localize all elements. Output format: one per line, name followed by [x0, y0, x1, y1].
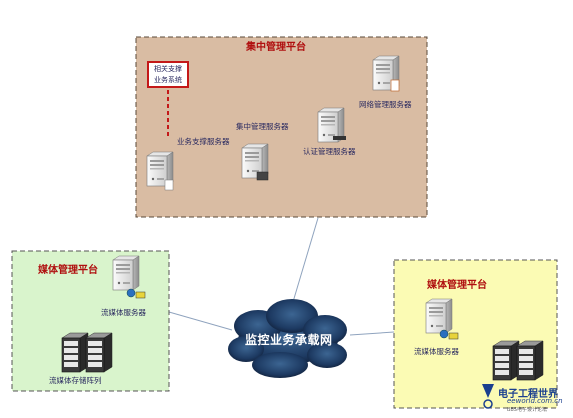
- right-network-icon: [448, 332, 459, 340]
- left-storage-rack-icon-1: [61, 332, 89, 373]
- network-management-paper-icon: [390, 79, 400, 92]
- left-stream-server-icon: [112, 255, 140, 291]
- right-stream-server-icon: [425, 298, 453, 334]
- auth-management-keyboard-icon: [333, 136, 346, 140]
- right-storage-rack-icon-2: [516, 340, 544, 381]
- media-left-title: 媒体管理平台: [38, 265, 98, 276]
- central-management-server-label: 集中管理服务器: [236, 122, 289, 131]
- right-globe-icon: [439, 329, 449, 339]
- left-stream-server-label: 流媒体服务器: [101, 308, 146, 317]
- left-globe-icon: [126, 288, 136, 298]
- link-central-cloud: [289, 217, 319, 313]
- network-cloud-label: 监控业务承载网: [245, 333, 333, 347]
- central-platform-title: 集中管理平台: [246, 42, 306, 53]
- left-storage-rack-icon-2: [85, 332, 113, 373]
- media-right-title: 媒体管理平台: [427, 280, 487, 291]
- support-system-line2: 业务系统: [154, 75, 182, 84]
- auth-management-server-label: 认证管理服务器: [303, 147, 356, 156]
- link-right-cloud: [349, 331, 395, 336]
- media-right-box: [393, 259, 558, 409]
- support-system-box: 相关支撑 业务系统: [147, 61, 189, 88]
- watermark-logo-icon: [482, 384, 494, 409]
- network-cloud-icon: [228, 299, 347, 378]
- left-storage-array-label: 流媒体存储阵列: [49, 376, 102, 385]
- support-system-line1: 相关支撑: [154, 64, 182, 73]
- right-stream-server-label: 流媒体服务器: [414, 347, 459, 356]
- watermark-site: eeworld.com.cn: [507, 397, 563, 405]
- watermark-tagline: BBS电子设计论坛: [507, 407, 547, 413]
- right-storage-rack-icon-1: [492, 340, 520, 381]
- watermark-brand: 电子工程世界: [498, 389, 558, 400]
- link-left-cloud: [168, 311, 233, 331]
- business-support-paper-icon: [164, 179, 174, 191]
- business-support-server-label: 业务支撑服务器: [177, 137, 230, 146]
- central-management-monitor-icon: [256, 171, 269, 181]
- network-management-server-label: 网络管理服务器: [359, 100, 412, 109]
- left-network-icon: [135, 291, 146, 299]
